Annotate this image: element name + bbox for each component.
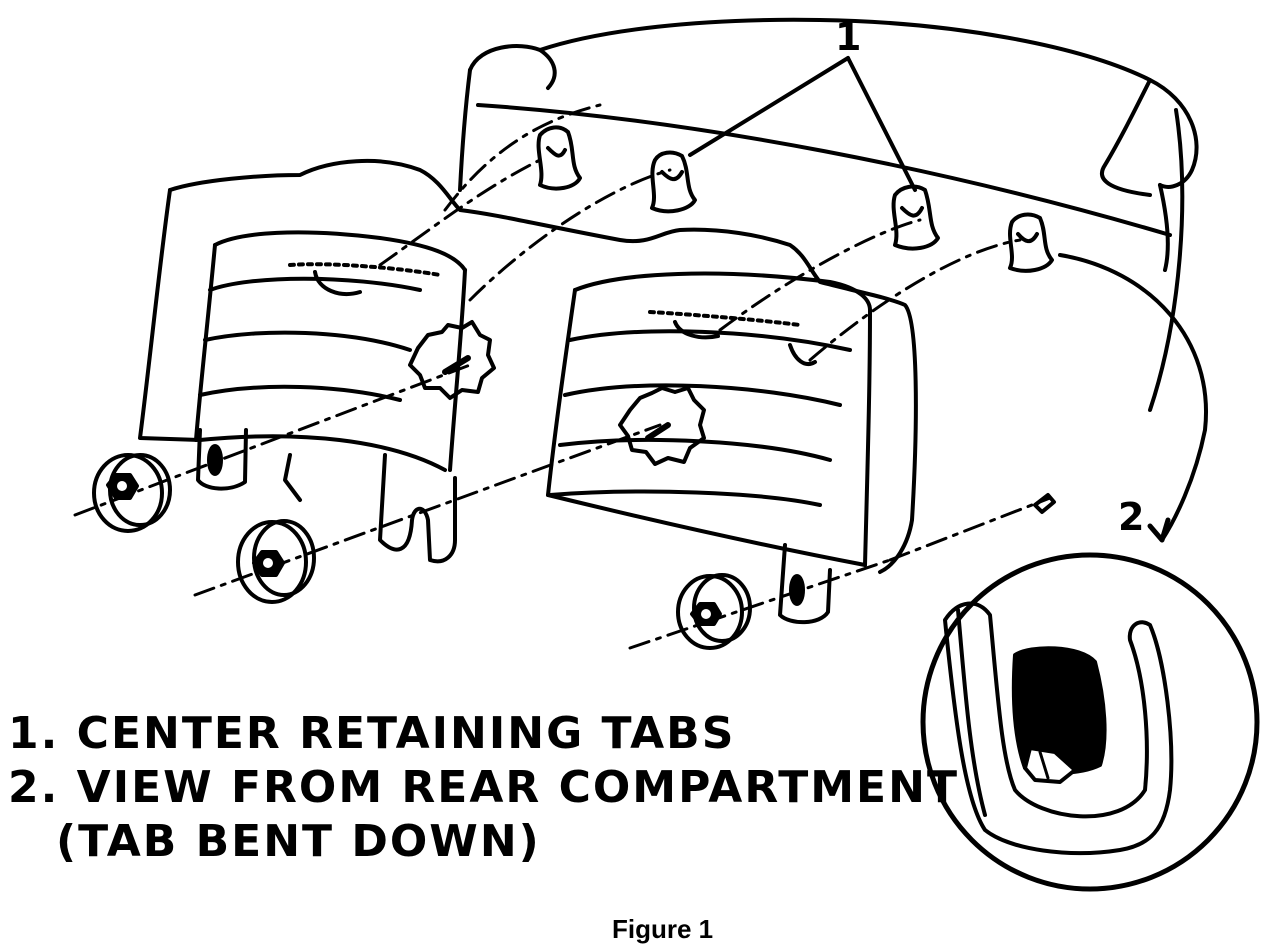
anchor-plate-center xyxy=(283,453,457,564)
figure-caption: Figure 1 xyxy=(612,914,714,944)
seat-back-body xyxy=(458,17,1199,412)
belt-guide-right xyxy=(546,271,872,567)
legend-item-view-from-rear-compartment: 2. VIEW FROM REAR COMPARTMENT xyxy=(8,762,959,813)
callout-1-leaders xyxy=(688,56,917,192)
retaining-tab-1 xyxy=(536,125,582,191)
anchor-plate-left xyxy=(196,428,248,491)
callout-2-number: 2 xyxy=(1118,495,1144,539)
retaining-tab-4 xyxy=(1008,212,1054,273)
detail-view-circle xyxy=(920,552,1260,892)
assembly-centerlines xyxy=(73,103,1052,650)
callout-1-number: 1 xyxy=(835,15,861,59)
legend-item-tab-bent-down: (TAB BENT DOWN) xyxy=(56,816,541,867)
retaining-tab-2 xyxy=(650,150,697,214)
callout-2-leader xyxy=(1058,253,1208,543)
bolt-stud xyxy=(1033,493,1056,514)
anchor-plate-right xyxy=(778,543,832,625)
nut-washer-3 xyxy=(676,573,752,650)
retaining-tab-3 xyxy=(891,184,940,251)
star-washer-right xyxy=(618,386,706,466)
legend-item-center-retaining-tabs: 1. CENTER RETAINING TABS xyxy=(8,708,736,759)
star-washer-left xyxy=(408,320,496,400)
nut-washer-1 xyxy=(92,453,172,533)
nut-washer-2 xyxy=(236,519,316,604)
belt-guide-left xyxy=(138,158,918,574)
